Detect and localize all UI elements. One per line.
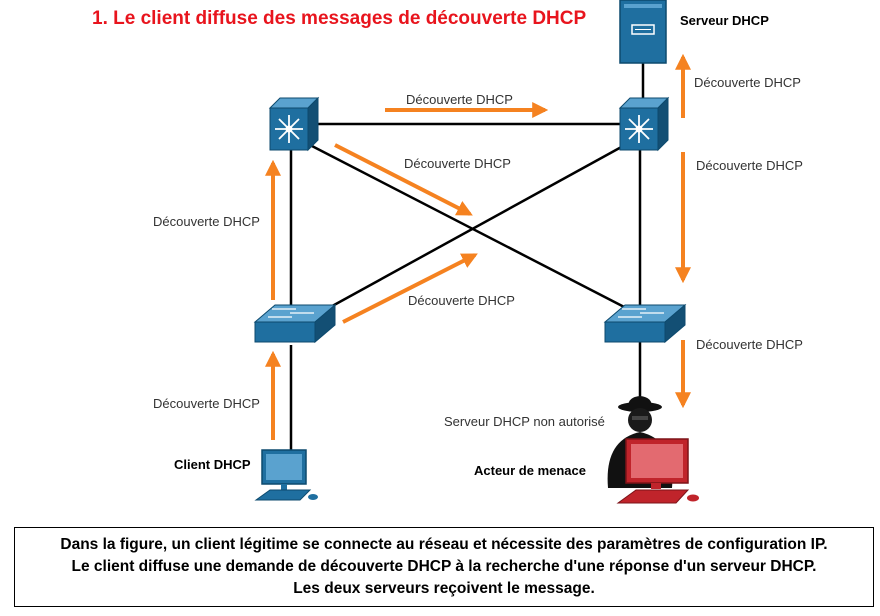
switch-icon <box>604 321 666 343</box>
page-title: 1. Le client diffuse des messages de déc… <box>92 8 587 29</box>
caption-line-1: Dans la figure, un client légitime se co… <box>60 536 828 553</box>
label-top-horizontal: Découverte DHCP <box>406 92 513 107</box>
server-icon <box>619 0 667 64</box>
switch-icon <box>254 321 316 343</box>
caption-line-3: Les deux serveurs reçoivent le message. <box>293 580 595 597</box>
network-links <box>289 62 645 450</box>
access-switch-right <box>603 303 687 344</box>
label-diagonal-up: Découverte DHCP <box>408 293 515 308</box>
rogue-server-label: Serveur DHCP non autorisé <box>444 414 605 429</box>
label-right-server: Découverte DHCP <box>694 75 801 90</box>
core-switch-right <box>618 96 670 152</box>
label-diagonal-down: Découverte DHCP <box>404 156 511 171</box>
threat-actor-label: Acteur de menace <box>474 463 586 478</box>
rogue-server: Serveur DHCP non autorisé Acteur de mena… <box>444 396 699 504</box>
label-right-upper: Découverte DHCP <box>696 158 803 173</box>
dhcp-server: Serveur DHCP <box>619 0 769 64</box>
caption-line-2: Le client diffuse une demande de découve… <box>71 558 817 575</box>
client-label: Client DHCP <box>174 457 251 472</box>
label-right-lower: Découverte DHCP <box>696 337 803 352</box>
arrow-diagonal-down <box>334 143 473 216</box>
link-core-right-access-left <box>324 143 626 312</box>
access-switch-left <box>253 303 337 344</box>
discover-arrows <box>265 53 691 440</box>
core-switch-left <box>268 96 320 152</box>
server-label: Serveur DHCP <box>680 13 769 28</box>
label-left-lower: Découverte DHCP <box>153 396 260 411</box>
link-core-left-access-right <box>309 143 631 312</box>
discover-labels: Découverte DHCP Découverte DHCP Découver… <box>153 75 803 411</box>
arrow-diagonal-up <box>342 253 478 324</box>
label-left-upper: Découverte DHCP <box>153 214 260 229</box>
caption-box: Dans la figure, un client légitime se co… <box>14 527 874 607</box>
dhcp-client: Client DHCP <box>174 449 318 501</box>
